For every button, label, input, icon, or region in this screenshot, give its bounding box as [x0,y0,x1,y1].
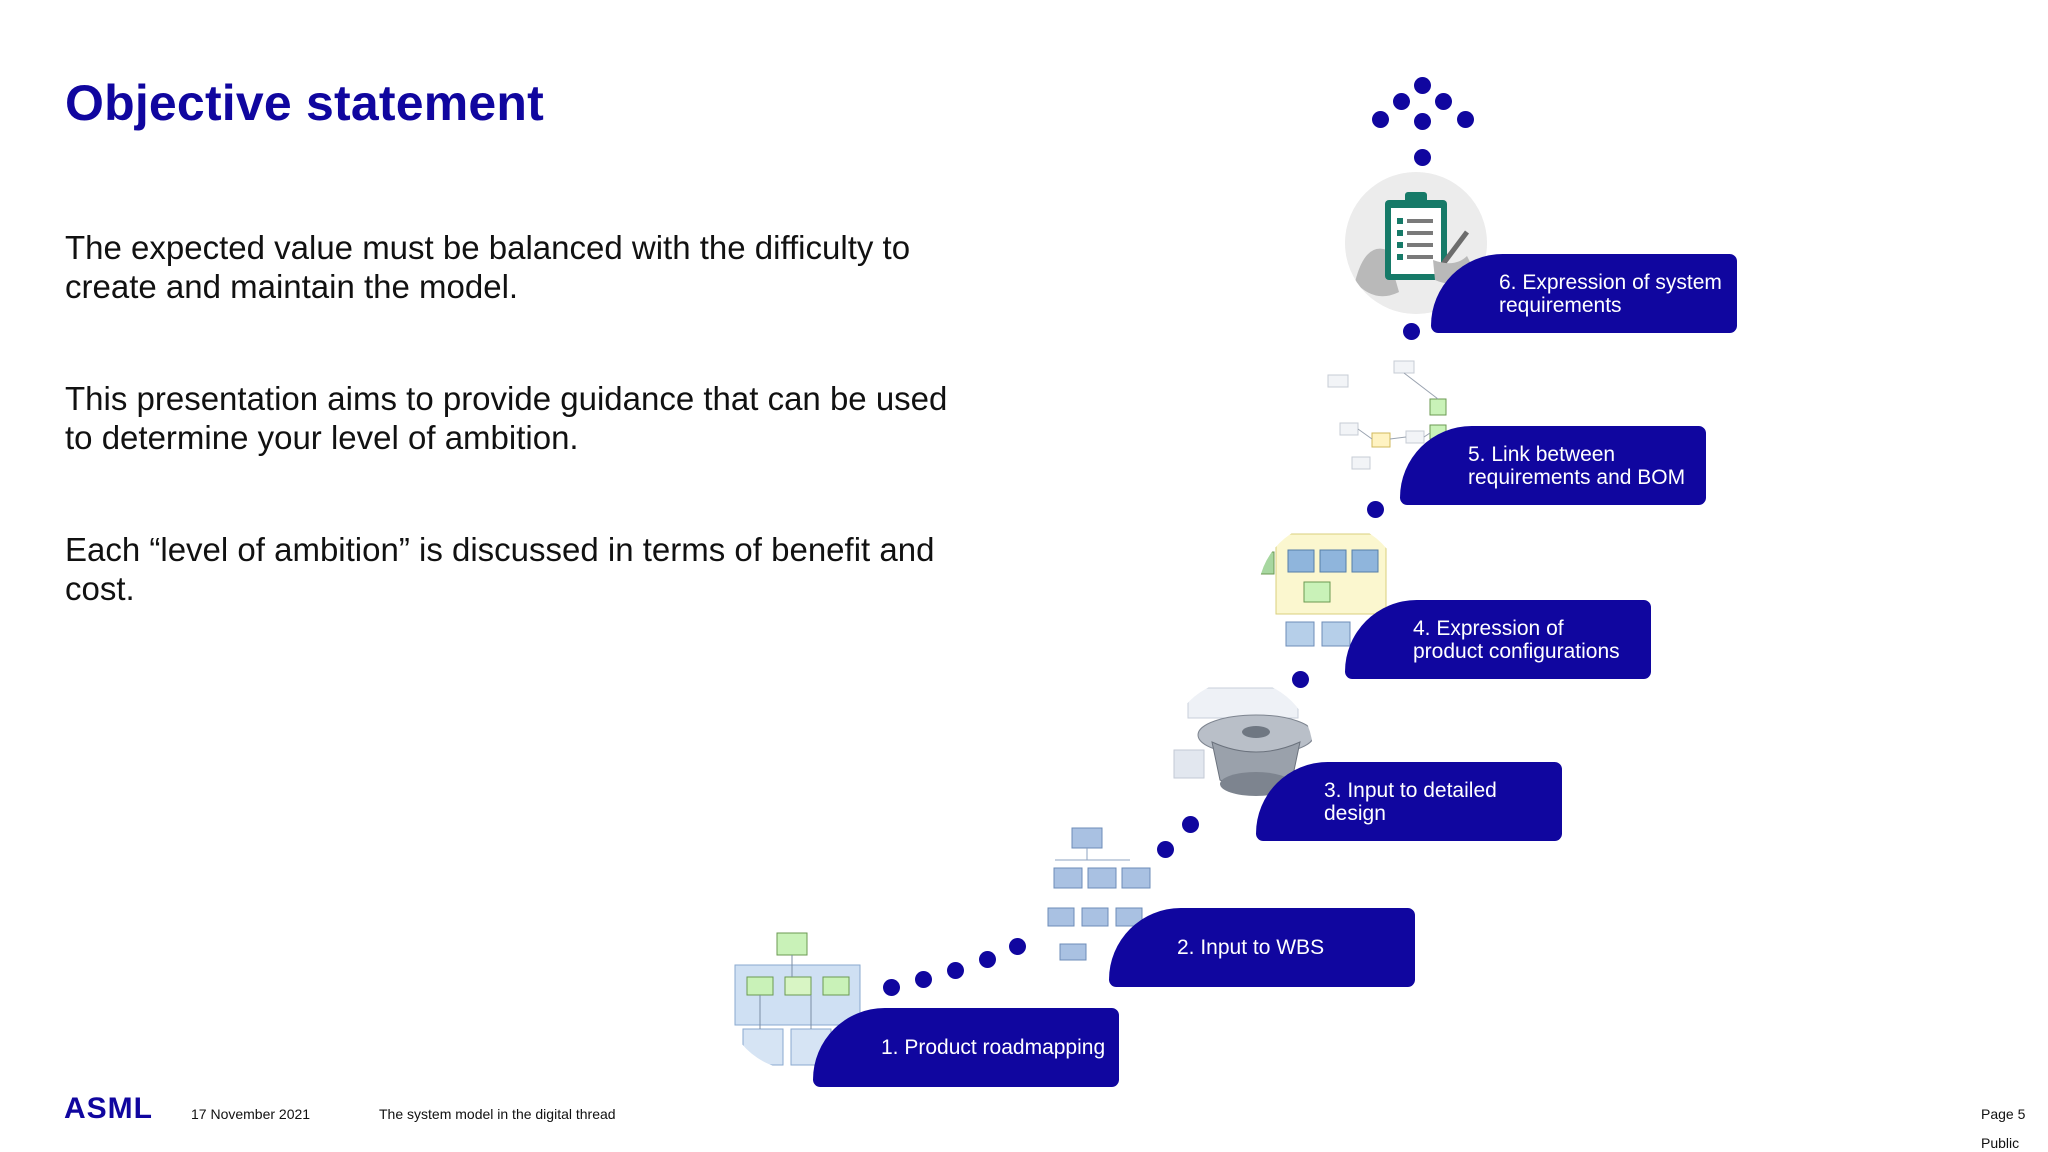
footer-date: 17 November 2021 [191,1106,311,1122]
step-label-4: 4. Expression of product configurations [1413,616,1620,663]
page-number: Page 5 [1981,1106,2026,1122]
paragraph-guidance: This presentation aims to provide guidan… [65,380,948,456]
architecture-diagram-thumbnail [725,925,870,1070]
slide-title: Objective statement [65,75,544,131]
step-product-roadmapping: 1. Product roadmapping [813,1008,1119,1087]
footer-presentation-title: The system model in the digital thread [379,1106,616,1122]
step-expression-of-system-requirements: 6. Expression of system requirements [1431,254,1737,333]
step-input-to-wbs: 2. Input to WBS [1109,908,1415,987]
mechanical-part-thumbnail [1168,680,1313,825]
step-input-to-detailed-design: 3. Input to detailed design [1256,762,1562,841]
asml-logo: ASML [64,1092,153,1125]
step-expression-of-product-configurations: 4. Expression of product configurations [1345,600,1651,679]
step-label-1: 1. Product roadmapping [881,1036,1106,1059]
step-label-3: 3. Input to detailed design [1324,778,1497,825]
step-label-6: 6. Expression of system requirements [1499,270,1722,317]
step-label-5: 5. Link between requirements and BOM [1468,442,1686,489]
step-label-2: 2. Input to WBS [1177,936,1325,959]
paragraph-level-of-ambition: Each “level of ambition” is discussed in… [65,531,935,607]
step-link-requirements-bom: 5. Link between requirements and BOM [1400,426,1706,505]
configuration-diagram-thumbnail [1258,522,1403,667]
classification-label: Public [1981,1135,2020,1151]
wbs-tree-thumbnail [1020,822,1168,970]
paragraph-expected-value: The expected value must be balanced with… [65,229,911,305]
